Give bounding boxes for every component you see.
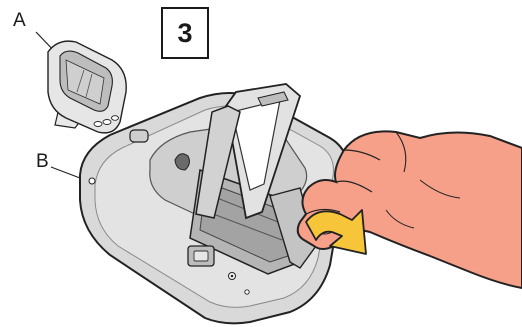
callout-b-leader (51, 167, 80, 178)
callout-label-a: A (13, 11, 26, 30)
monitor-unit-a (48, 41, 126, 133)
step-number-box: 3 (161, 7, 209, 59)
callout-label-b: B (36, 152, 49, 171)
